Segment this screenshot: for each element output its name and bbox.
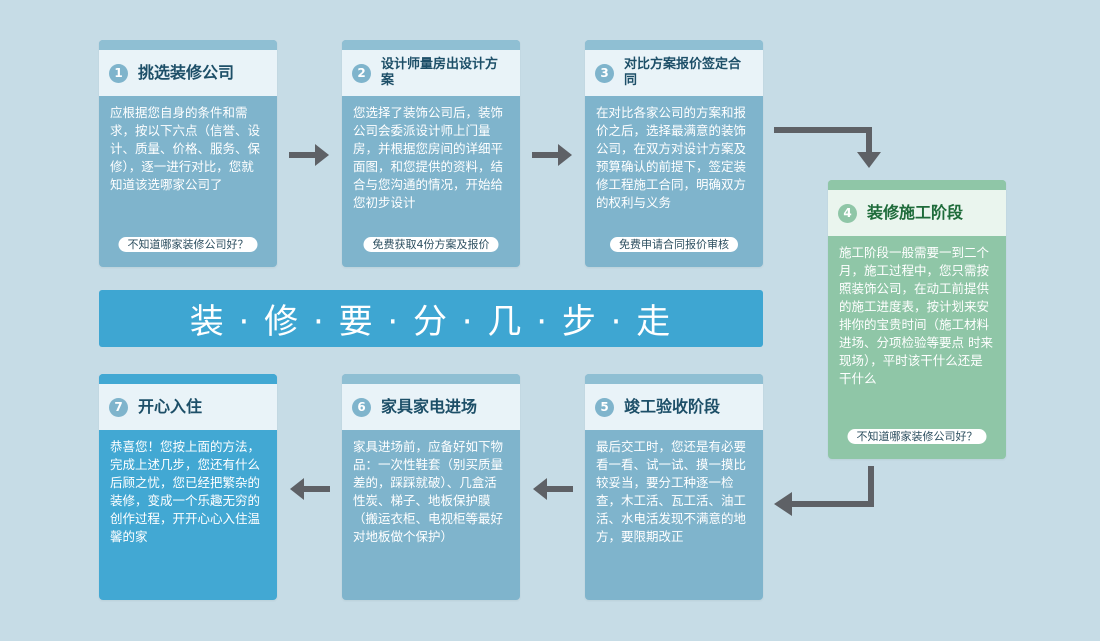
step-description: 施工阶段一般需要一到二个月，施工过程中，您只需按照装饰公司，在动工前提供的施工进…: [839, 245, 993, 386]
card-header: 4 装修施工阶段: [828, 190, 1006, 236]
step-title: 装修施工阶段: [867, 203, 964, 222]
step-description: 恭喜您！您按上面的方法，完成上述几步，您还有什么后顾之忧，您已经把繁杂的装修，变…: [110, 439, 261, 544]
card-topbar: [585, 40, 763, 50]
step-number-badge: 3: [595, 63, 614, 83]
card-topbar: [342, 40, 520, 50]
step-card-6: 6 家具家电进场 家具进场前，应备好如下物品：一次性鞋套（别买质量差的，踩踩就破…: [342, 374, 520, 600]
card-topbar: [99, 374, 277, 384]
step-number-badge: 1: [109, 63, 128, 83]
contract-review-button[interactable]: 免费申请合同报价审核: [610, 237, 738, 252]
step-title: 挑选装修公司: [138, 63, 235, 82]
card-topbar: [585, 374, 763, 384]
step-description: 家具进场前，应备好如下物品：一次性鞋套（别买质量差的，踩踩就破）、几盒活性炭、梯…: [353, 439, 504, 544]
card-topbar: [342, 374, 520, 384]
step-title: 开心入住: [138, 397, 203, 416]
card-header: 2 设计师量房出设计方案: [342, 50, 520, 96]
step-card-4: 4 装修施工阶段 施工阶段一般需要一到二个月，施工过程中，您只需按照装饰公司，在…: [828, 180, 1006, 459]
arrow-left-icon: [290, 478, 330, 500]
arrow-bend-down-icon: [774, 127, 881, 168]
banner-title: 装 · 修 · 要 · 分 · 几 · 步 · 走: [189, 302, 673, 342]
card-header: 3 对比方案报价签定合同: [585, 50, 763, 96]
card-header: 7 开心入住: [99, 384, 277, 430]
arrow-right-icon: [532, 144, 572, 166]
step-description: 最后交工时，您还是有必要看一看、试一试、摸一摸比较妥当，要分工种逐一检查，木工活…: [596, 439, 747, 544]
arrow-right-icon: [289, 144, 329, 166]
step-title: 竣工验收阶段: [624, 397, 721, 416]
step-number-badge: 5: [595, 397, 614, 417]
card-header: 6 家具家电进场: [342, 384, 520, 430]
arrow-bend-left-icon: [774, 466, 874, 516]
step-number-badge: 4: [838, 203, 857, 223]
step-card-2: 2 设计师量房出设计方案 您选择了装饰公司后，装饰公司会委派设计师上门量房，并根…: [342, 40, 520, 267]
step-card-1: 1 挑选装修公司 应根据您自身的条件和需求，按以下六点（信誉、设计、质量、价格、…: [99, 40, 277, 267]
step-title: 家具家电进场: [381, 397, 478, 416]
card-header: 1 挑选装修公司: [99, 50, 277, 96]
find-company-button[interactable]: 不知道哪家装修公司好？: [847, 429, 987, 444]
card-topbar: [828, 180, 1006, 190]
find-company-button[interactable]: 不知道哪家装修公司好？: [118, 237, 258, 252]
step-title: 设计师量房出设计方案: [381, 57, 499, 88]
title-banner: 装 · 修 · 要 · 分 · 几 · 步 · 走: [99, 290, 763, 347]
step-title: 对比方案报价签定合同: [624, 57, 742, 88]
step-number-badge: 2: [352, 63, 371, 83]
step-description: 在对比各家公司的方案和报价之后，选择最满意的装饰公司，在双方对设计方案及预算确认…: [596, 105, 747, 210]
card-topbar: [99, 40, 277, 50]
step-description: 应根据您自身的条件和需求，按以下六点（信誉、设计、质量、价格、服务、保修），逐一…: [110, 105, 261, 192]
get-quotes-button[interactable]: 免费获取4份方案及报价: [363, 237, 499, 252]
step-card-3: 3 对比方案报价签定合同 在对比各家公司的方案和报价之后，选择最满意的装饰公司，…: [585, 40, 763, 267]
step-number-badge: 6: [352, 397, 371, 417]
step-card-5: 5 竣工验收阶段 最后交工时，您还是有必要看一看、试一试、摸一摸比较妥当，要分工…: [585, 374, 763, 600]
step-description: 您选择了装饰公司后，装饰公司会委派设计师上门量房，并根据您房间的详细平面图，和您…: [353, 105, 504, 210]
step-card-7: 7 开心入住 恭喜您！您按上面的方法，完成上述几步，您还有什么后顾之忧，您已经把…: [99, 374, 277, 600]
arrow-left-icon: [533, 478, 573, 500]
card-header: 5 竣工验收阶段: [585, 384, 763, 430]
step-number-badge: 7: [109, 397, 128, 417]
